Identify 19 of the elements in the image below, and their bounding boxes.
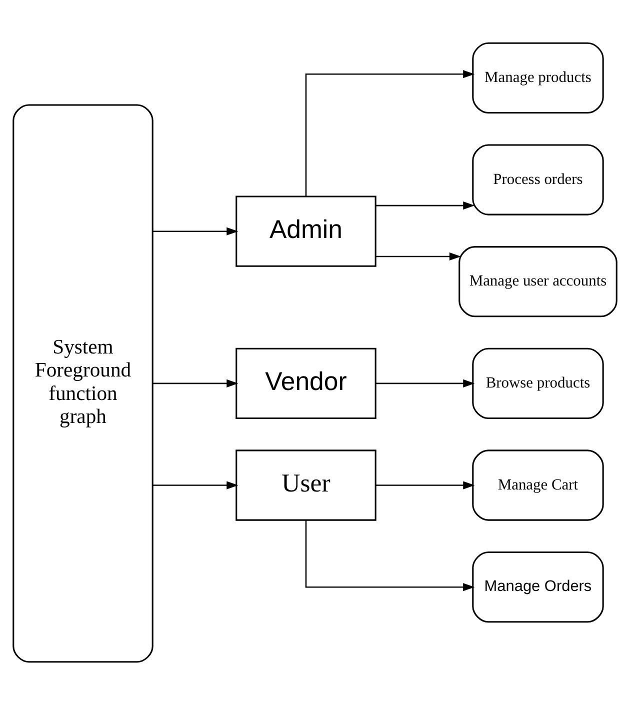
node-box: Process orders	[472, 144, 604, 215]
arrow	[376, 480, 475, 489]
arrow	[376, 201, 475, 210]
arrow	[305, 520, 475, 591]
node-box: Manage products	[472, 42, 604, 114]
arrow	[305, 70, 475, 196]
arrow	[376, 252, 462, 260]
arrow	[152, 226, 238, 235]
node-box: User	[236, 449, 376, 520]
node-box: Manage Orders	[472, 551, 604, 622]
node-box: Manage Cart	[472, 449, 604, 520]
arrow	[152, 480, 238, 489]
arrow	[376, 378, 475, 387]
node-box: Vendor	[236, 347, 376, 418]
node-box: Manage user accounts	[458, 246, 618, 317]
node-box: Admin	[236, 195, 376, 266]
arrow	[152, 378, 238, 387]
node-box: System Foreground function graph	[12, 104, 154, 662]
node-box: Browse products	[472, 347, 604, 418]
